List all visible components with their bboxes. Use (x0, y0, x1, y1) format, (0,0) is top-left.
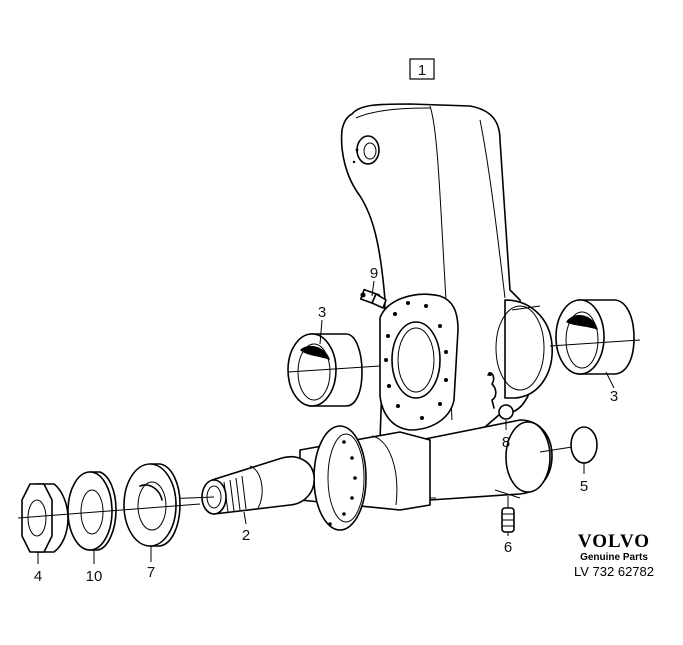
reference-number: LV 732 62782 (574, 564, 654, 579)
callout-5: 5 (580, 478, 588, 495)
assembly-number: 1 (418, 62, 426, 79)
steering-knuckle-body (340, 103, 553, 501)
assembly-label-box: 1 (409, 58, 435, 80)
callout-4: 4 (34, 568, 42, 585)
callout-labels: 3 3 9 8 5 6 2 4 10 7 (34, 265, 618, 585)
callout-leaders (37, 280, 615, 564)
bushing-left-part-3 (287, 333, 381, 407)
spindle-part-2 (137, 425, 431, 531)
callout-2: 2 (242, 527, 250, 544)
callout-9: 9 (370, 265, 378, 282)
genuine-parts-label: Genuine Parts (580, 552, 648, 563)
pin-part-8 (487, 372, 514, 420)
volvo-branding: VOLVO Genuine Parts LV 732 62782 (574, 531, 654, 579)
callout-7: 7 (147, 564, 155, 581)
callout-3-right: 3 (610, 388, 618, 405)
volvo-logo: VOLVO (578, 531, 650, 552)
callout-8: 8 (502, 434, 510, 451)
nut-part-4 (17, 483, 201, 553)
callout-6: 6 (504, 539, 512, 556)
callout-3-left: 3 (318, 304, 326, 321)
stud-part-6 (501, 496, 515, 533)
bushing-right-part-3 (549, 299, 641, 375)
callout-10: 10 (86, 568, 103, 585)
washer-part-7 (123, 463, 181, 547)
grease-nipple-part-9 (359, 288, 387, 309)
